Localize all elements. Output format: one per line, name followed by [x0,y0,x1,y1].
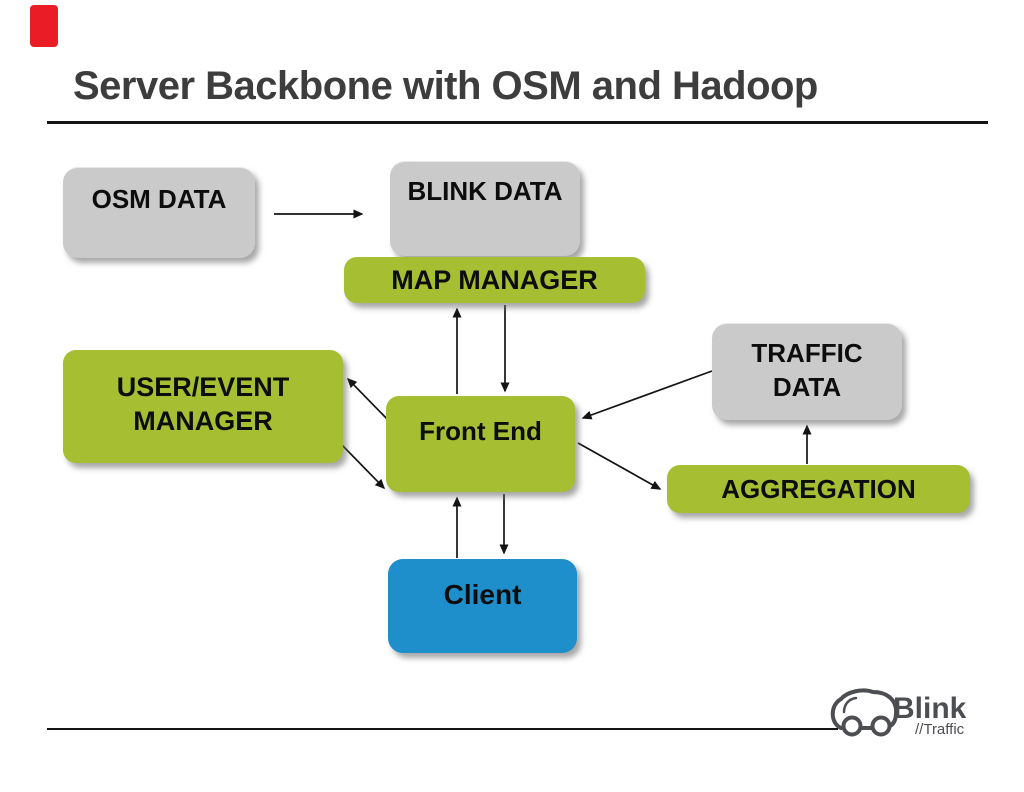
slide-title: Server Backbone with OSM and Hadoop [73,64,818,108]
node-traffic-data-label-line1: TRAFFIC [751,338,863,368]
red-accent-mark [30,5,58,47]
car-icon [830,688,899,737]
title-underline [47,121,988,124]
node-user-event-manager: USER/EVENT MANAGER [63,350,343,463]
footer-rule [47,728,838,730]
node-traffic-data-label-line2: DATA [772,372,842,402]
node-aggregation: AGGREGATION [667,465,970,513]
edge-frontend-to-aggregation [577,442,662,490]
node-traffic-data: TRAFFIC DATA [712,323,902,420]
logo-sub-text: //Traffic [915,721,965,738]
edge-frontend-to-uem [346,377,392,424]
node-osm-data-label: OSM DATA [91,184,227,214]
node-client: Client [388,559,577,653]
edge-uem-to-frontend [340,443,386,490]
node-map-manager: MAP MANAGER [344,257,645,303]
node-map-manager-label: MAP MANAGER [391,265,598,295]
node-user-event-manager-label-line2: MANAGER [133,406,273,436]
node-front-end-label: Front End [419,416,542,446]
node-user-event-manager-label-line1: USER/EVENT [116,372,290,402]
node-blink-data-label: BLINK DATA [407,176,563,206]
logo-brand-text: Blink [893,692,967,725]
edge-traffic-to-frontend [581,370,713,420]
node-osm-data: OSM DATA [63,167,255,258]
node-blink-data: BLINK DATA [390,161,580,256]
node-aggregation-label: AGGREGATION [721,474,916,504]
node-client-label: Client [443,579,522,610]
node-front-end: Front End [386,396,575,492]
